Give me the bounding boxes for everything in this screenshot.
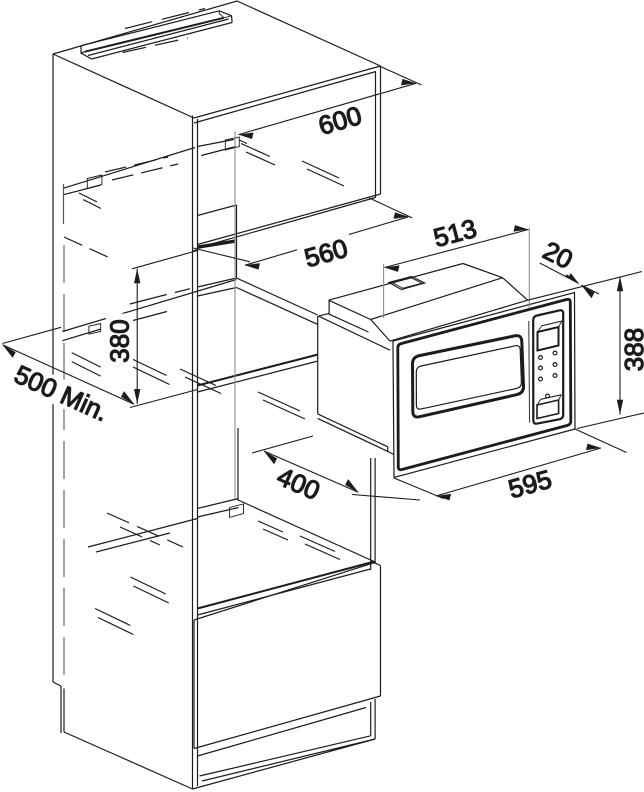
svg-text:500 Min.: 500 Min. <box>10 359 113 427</box>
svg-text:513: 513 <box>430 213 480 253</box>
svg-text:560: 560 <box>301 233 351 274</box>
svg-text:380: 380 <box>105 319 135 362</box>
svg-text:388: 388 <box>619 328 644 371</box>
svg-text:595: 595 <box>505 464 555 505</box>
svg-text:600: 600 <box>315 100 365 141</box>
